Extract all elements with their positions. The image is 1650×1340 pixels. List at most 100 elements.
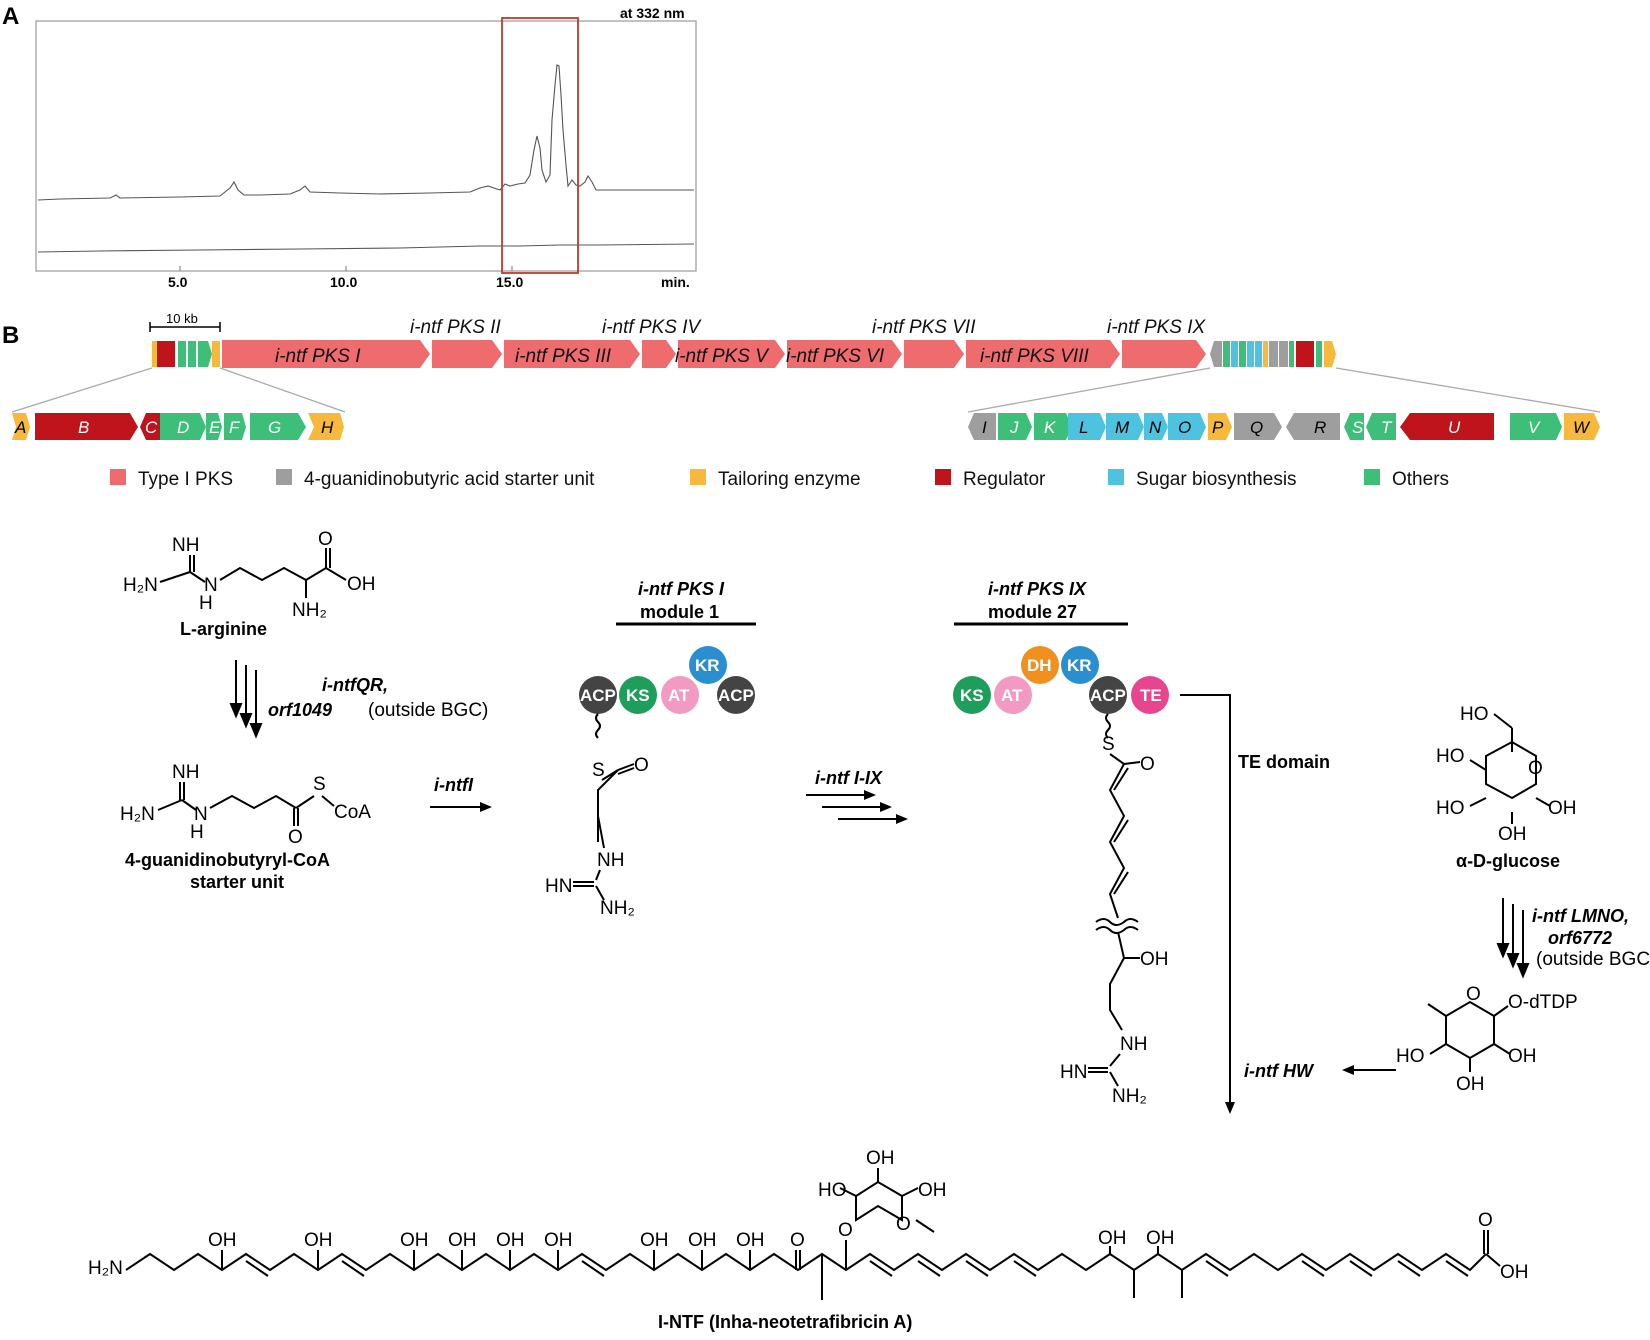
atom-label: H (190, 822, 204, 843)
domain-label: KR (1067, 656, 1092, 675)
pks-gene-arrow (678, 340, 785, 368)
wavelength-label: at 332 nm (620, 5, 685, 21)
dtdp-sugar-structure: O O-dTDP HO OH OH (1396, 984, 1578, 1095)
atom-label: S (1102, 734, 1115, 755)
step3-arrows (806, 790, 908, 824)
gene-arrow (1168, 413, 1206, 440)
step5-gene: i-ntf HW (1244, 1061, 1315, 1081)
starter-structure: NH H₂N N H O S CoA 4-guanidinobutyryl-Co… (120, 762, 371, 892)
x-axis-unit: min. (661, 274, 690, 290)
gene-arrow (968, 413, 996, 440)
gene-arrow (1234, 413, 1282, 440)
gene-arrow (188, 341, 196, 367)
gene-label: C (145, 418, 158, 437)
legend-label: 4-guanidinobutyric acid starter unit (304, 469, 595, 490)
gene-label: H (321, 418, 334, 437)
x-tick-label: 10.0 (330, 274, 357, 290)
legend-label: Sugar biosynthesis (1136, 469, 1297, 490)
gene-arrow (1510, 413, 1562, 440)
domain-acp (579, 676, 617, 714)
atom-label: OH (1498, 824, 1527, 845)
starter-label: starter unit (190, 872, 284, 892)
gene-arrow (1263, 341, 1268, 367)
step4-arrows (1496, 898, 1530, 979)
legend-swatch (690, 469, 706, 485)
atom-label: HO (1396, 1046, 1425, 1067)
gene-label: Q (1250, 418, 1263, 437)
pks-label: i-ntf PKS II (410, 317, 502, 338)
atom-label: OH (448, 1230, 477, 1251)
atom-label: O (1528, 758, 1543, 779)
step5-arrow (1342, 1065, 1396, 1075)
atom-label: O (1466, 984, 1481, 1005)
atom-label: O-dTDP (1508, 992, 1578, 1013)
pks-label: i-ntf PKS IX (1107, 317, 1207, 338)
module1-chain: S O NH HN NH₂ (545, 713, 649, 919)
gene-arrow (998, 413, 1032, 440)
chromatogram-trace-upper (37, 64, 694, 201)
legend-label: Tailoring enzyme (718, 469, 861, 490)
atom-label: H₂N (88, 1258, 123, 1279)
gene-arrow (1034, 413, 1072, 440)
gene-arrow (1366, 413, 1396, 440)
domain-label: KR (695, 656, 720, 675)
gene-label: K (1044, 418, 1056, 437)
domain-at (994, 676, 1032, 714)
atom-label: OH (1500, 1262, 1529, 1283)
domain-kr (1061, 646, 1099, 684)
gene-arrow (250, 413, 306, 440)
gene-arrow (1269, 341, 1278, 367)
te-arrow (1180, 694, 1235, 1114)
atom-label: H (199, 593, 213, 614)
atom-label: S (592, 760, 605, 781)
gene-label: A (14, 418, 26, 437)
atom-label: OH (1548, 798, 1577, 819)
gene-arrow (1296, 341, 1314, 367)
pks-label: i-ntf PKS VI (786, 346, 885, 367)
atom-label: OH (347, 574, 376, 595)
atom-label: OH (640, 1230, 669, 1251)
gene-label: M (1115, 418, 1130, 437)
gene-arrow (1255, 341, 1262, 367)
gene-arrow (1286, 413, 1340, 440)
atom-label: HO (1436, 746, 1465, 767)
atom-label: HO (1436, 798, 1465, 819)
domain-te (1131, 676, 1169, 714)
atom-label: NH (597, 850, 624, 871)
step2-gene: i-ntfI (434, 775, 474, 795)
atom-label: S (313, 774, 326, 795)
glucose-label: α-D-glucose (1456, 851, 1560, 871)
atom-label: OH (918, 1180, 947, 1201)
module27-title: module 27 (988, 602, 1077, 622)
atom-label: CoA (334, 802, 371, 823)
atom-label: OH (1140, 949, 1169, 970)
gene-arrow (1400, 413, 1494, 440)
pks-gene-arrow (787, 340, 902, 368)
atom-label: OH (1146, 1228, 1175, 1249)
gene-label: G (268, 418, 281, 437)
atom-label: OH (736, 1230, 765, 1251)
domain-label: TE (1140, 686, 1162, 705)
atom-label: OH (496, 1230, 525, 1251)
atom-label: NH₂ (292, 600, 327, 621)
legend-swatch (1364, 469, 1380, 485)
atom-label: NH (1120, 1034, 1147, 1055)
atom-label: OH (1508, 1046, 1537, 1067)
module27-chain: S O OH NH HN NH₂ (1060, 713, 1169, 1107)
atom-label: O (634, 755, 649, 776)
atom-label: HN (545, 876, 572, 897)
chromatogram: at 332 nm 5.0 10.0 15.0 min. (35, 5, 697, 290)
gene-arrow (35, 413, 138, 440)
gene-label: L (1079, 418, 1088, 437)
atom-label: HO (1460, 704, 1489, 725)
atom-label: H₂N (120, 804, 155, 825)
gene-arrow (12, 413, 30, 440)
gene-arrow (152, 341, 157, 367)
atom-label: NH₂ (1112, 1086, 1147, 1107)
domain-label: DH (1027, 656, 1052, 675)
scale-bar: 10 kb (149, 311, 221, 332)
gene-label: R (1314, 418, 1326, 437)
x-axis-ticks (179, 266, 513, 271)
gene-arrow (178, 341, 186, 367)
legend-label: Regulator (963, 469, 1046, 490)
